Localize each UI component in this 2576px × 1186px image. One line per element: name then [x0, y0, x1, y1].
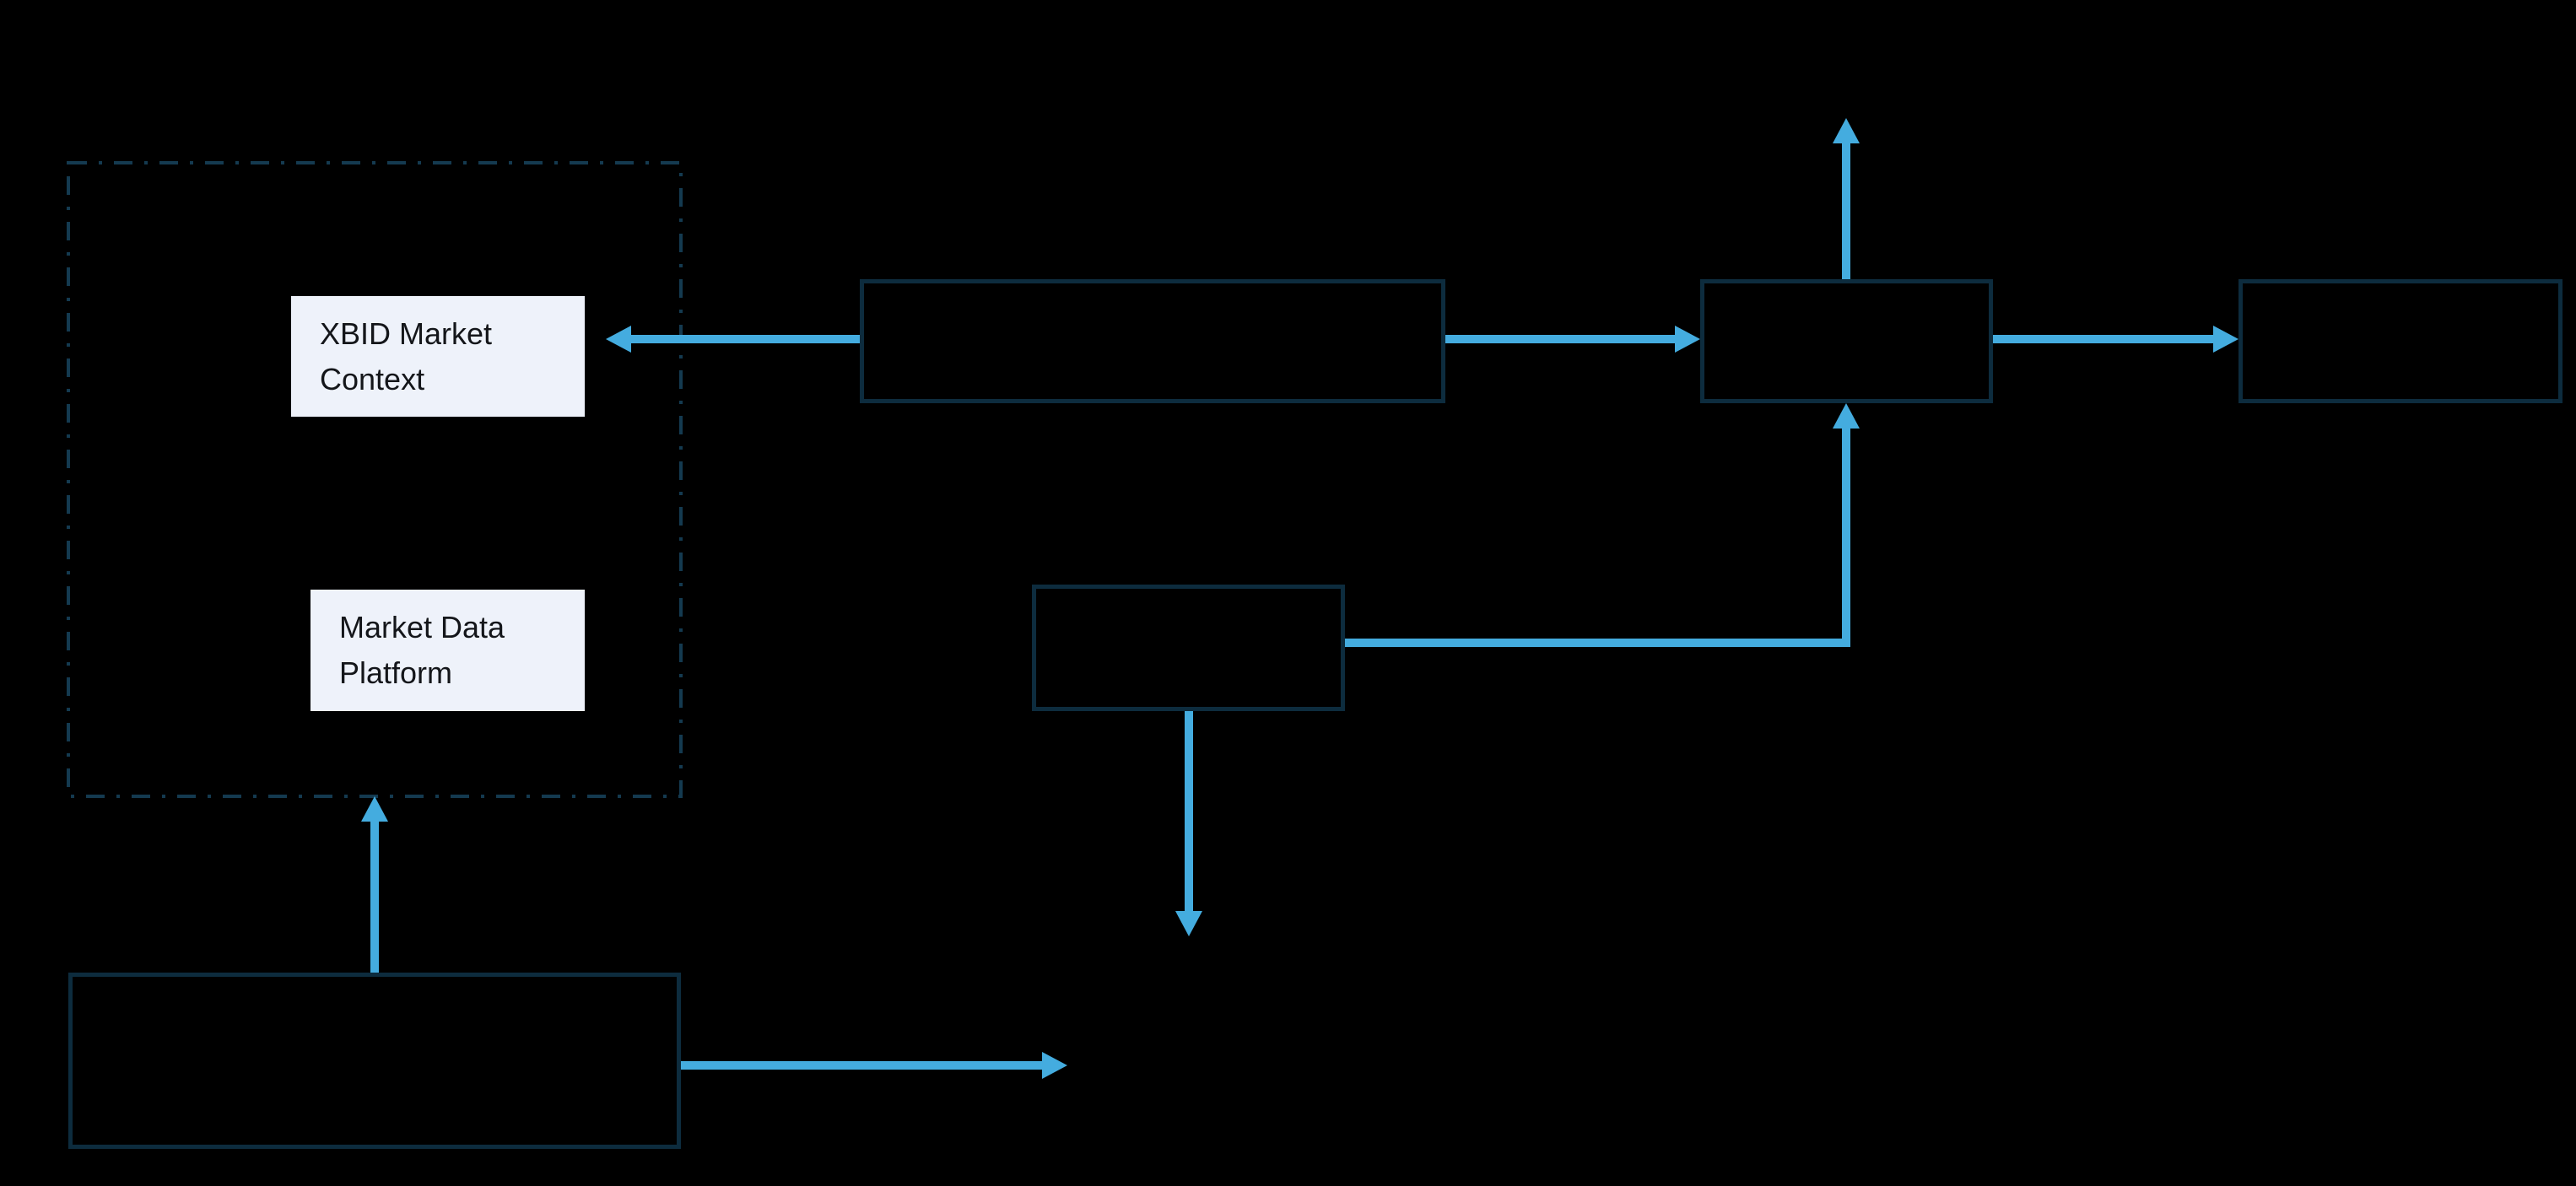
node-right-box	[1700, 279, 1993, 403]
arrow-right-box-upward-line	[1842, 143, 1850, 279]
arrow-left-head-icon	[606, 326, 631, 353]
node-xbid-market-context-label: XBID Market Context	[320, 315, 493, 396]
arrow-middle-to-xbid-context-line	[631, 335, 860, 343]
arrow-up-head-icon	[1833, 403, 1860, 429]
node-middle-box	[860, 279, 1445, 403]
arrow-right-to-far-right-box-line	[1993, 335, 2213, 343]
arrow-down-head-icon	[1175, 911, 1202, 936]
arrow-lower-middle-to-right-box-vline	[1842, 429, 1850, 647]
node-market-data-platform: Market Data Platform	[311, 590, 585, 711]
arrow-lower-middle-to-right-box-hline	[1345, 639, 1850, 647]
arrow-right-head-icon	[2213, 326, 2238, 353]
arrow-bottom-left-rightward-line	[681, 1061, 1042, 1070]
arrow-middle-to-right-box-line	[1445, 335, 1675, 343]
arrow-lower-middle-downward-line	[1185, 711, 1193, 911]
arrow-up-head-icon	[361, 796, 388, 822]
arrow-right-head-icon	[1675, 326, 1700, 353]
node-xbid-market-context: XBID Market Context	[291, 296, 585, 417]
arrow-right-head-icon	[1042, 1052, 1067, 1079]
arrow-up-head-icon	[1833, 118, 1860, 143]
node-market-data-platform-label: Market Data Platform	[339, 610, 505, 690]
arrow-bottom-left-to-boundary-line	[370, 822, 379, 973]
node-far-right-box	[2238, 279, 2562, 403]
node-lower-middle-box	[1032, 585, 1345, 711]
node-bottom-left-box	[68, 973, 681, 1149]
